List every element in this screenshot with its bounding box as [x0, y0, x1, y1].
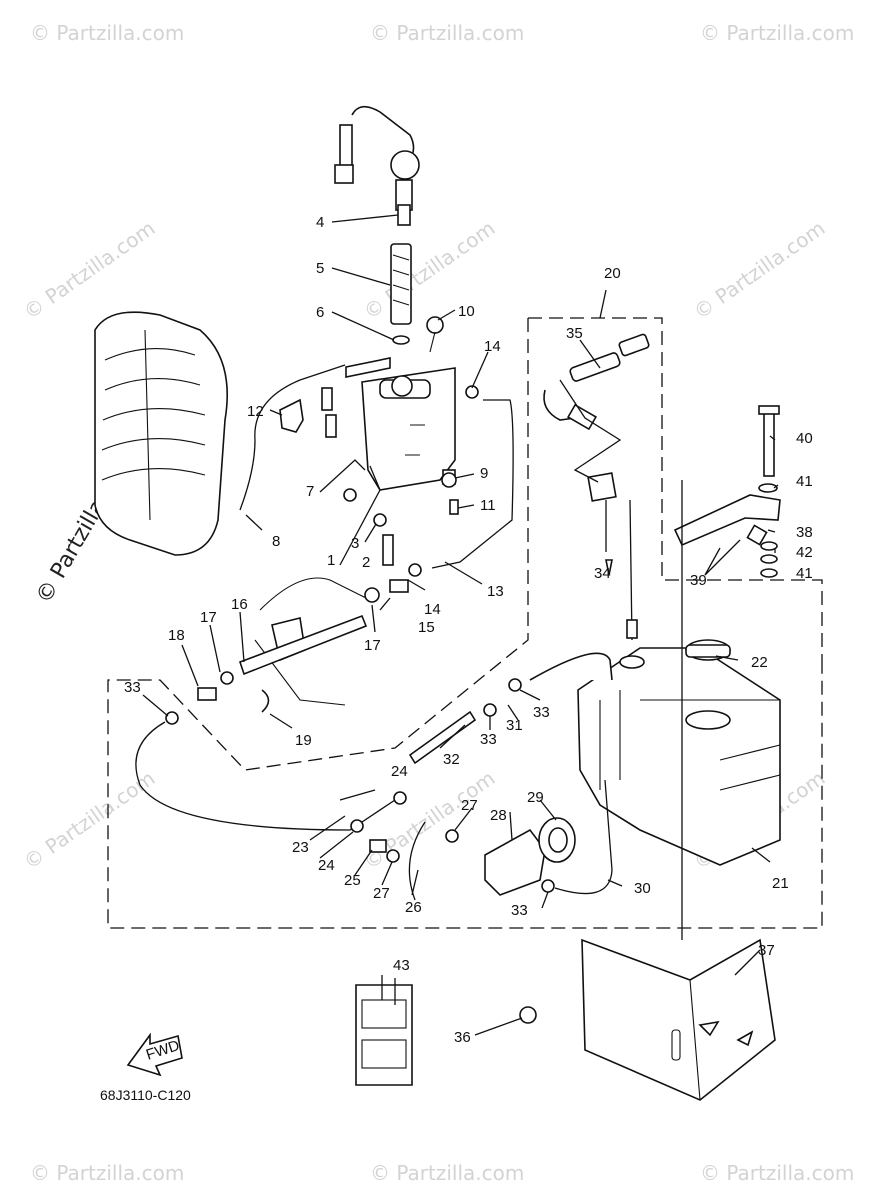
label-card — [355, 975, 413, 1086]
callout-1: 1 — [327, 552, 335, 569]
group-outline-main-left — [107, 318, 823, 929]
fuel-sensor-assembly — [334, 105, 420, 345]
fwd-arrow: FWD — [126, 1032, 183, 1077]
watermark: © Partzilla.com — [30, 1161, 184, 1185]
clamps-and-fittings — [165, 385, 555, 1024]
callout-33: 33 — [124, 679, 141, 696]
callout-15: 15 — [418, 619, 435, 636]
callout-22: 22 — [751, 654, 768, 671]
strap-and-bolt — [673, 405, 781, 578]
callout-26: 26 — [405, 899, 422, 916]
callout-4: 4 — [316, 214, 324, 231]
callout-41b: 41 — [796, 565, 813, 582]
callout-28: 28 — [490, 807, 507, 824]
callout-41: 41 — [796, 473, 813, 490]
callout-37: 37 — [758, 942, 775, 959]
callout-42: 42 — [796, 544, 813, 561]
callout-38: 38 — [796, 524, 813, 541]
callout-23: 23 — [292, 839, 309, 856]
callout-25: 25 — [344, 872, 361, 889]
callout-14b: 14 — [424, 601, 441, 618]
callout-36: 36 — [454, 1029, 471, 1046]
callout-33d: 33 — [511, 902, 528, 919]
fuel-tank — [577, 639, 781, 866]
callout-27: 27 — [461, 797, 478, 814]
tank-bracket — [581, 938, 776, 1101]
callout-24b: 24 — [318, 857, 335, 874]
wire-harness — [543, 333, 650, 641]
hoses — [135, 357, 613, 901]
callout-18: 18 — [168, 627, 185, 644]
callout-31: 31 — [506, 717, 523, 734]
diagram-code: 68J3110-C120 — [100, 1087, 191, 1103]
oil-tank — [361, 316, 456, 491]
callout-7: 7 — [306, 483, 314, 500]
callout-21: 21 — [772, 875, 789, 892]
group-outline-20 — [528, 317, 823, 662]
watermark: © Partzilla.com — [30, 21, 184, 45]
watermark: © Partzilla.com — [359, 216, 499, 324]
callout-12: 12 — [247, 403, 264, 420]
callout-14: 14 — [484, 338, 501, 355]
callout-35: 35 — [566, 325, 583, 342]
callout-32: 32 — [443, 751, 460, 768]
callout-5: 5 — [316, 260, 324, 277]
callout-34: 34 — [594, 565, 611, 582]
callout-33b: 33 — [480, 731, 497, 748]
callout-29: 29 — [527, 789, 544, 806]
callout-8: 8 — [272, 533, 280, 550]
callout-27b: 27 — [373, 885, 390, 902]
callout-40: 40 — [796, 430, 813, 447]
sensor-bracket — [279, 387, 337, 438]
callout-33c: 33 — [533, 704, 550, 721]
callout-3: 3 — [351, 535, 359, 552]
watermark: © Partzilla.com — [19, 766, 159, 874]
watermark: © Partzilla.com — [700, 21, 854, 45]
callout-10: 10 — [458, 303, 475, 320]
callout-20: 20 — [604, 265, 621, 282]
leader-lines — [142, 214, 779, 1036]
watermark: © Partzilla.com — [359, 766, 499, 874]
callout-2: 2 — [362, 554, 370, 571]
callout-6: 6 — [316, 304, 324, 321]
callout-24: 24 — [391, 763, 408, 780]
callout-17b: 17 — [364, 637, 381, 654]
callout-numbers: 1 2 3 4 5 6 7 8 9 10 11 12 13 14 14 15 1… — [124, 214, 813, 1046]
watermark: © Partzilla.com — [370, 1161, 524, 1185]
callout-39: 39 — [690, 572, 707, 589]
watermark: © Partzilla.com — [700, 1161, 854, 1185]
fuel-pump — [484, 817, 576, 896]
callout-30: 30 — [634, 880, 651, 897]
watermark: © Partzilla.com — [19, 216, 159, 324]
callout-13: 13 — [487, 583, 504, 600]
engine-cowling — [94, 311, 228, 556]
callout-16: 16 — [231, 596, 248, 613]
callout-9: 9 — [480, 465, 488, 482]
callout-17: 17 — [200, 609, 217, 626]
callout-11: 11 — [480, 497, 496, 514]
callout-43: 43 — [393, 957, 410, 974]
callout-19: 19 — [295, 732, 312, 749]
watermark: © Partzilla.com — [370, 21, 524, 45]
watermark: © Partzilla.com — [689, 216, 829, 324]
